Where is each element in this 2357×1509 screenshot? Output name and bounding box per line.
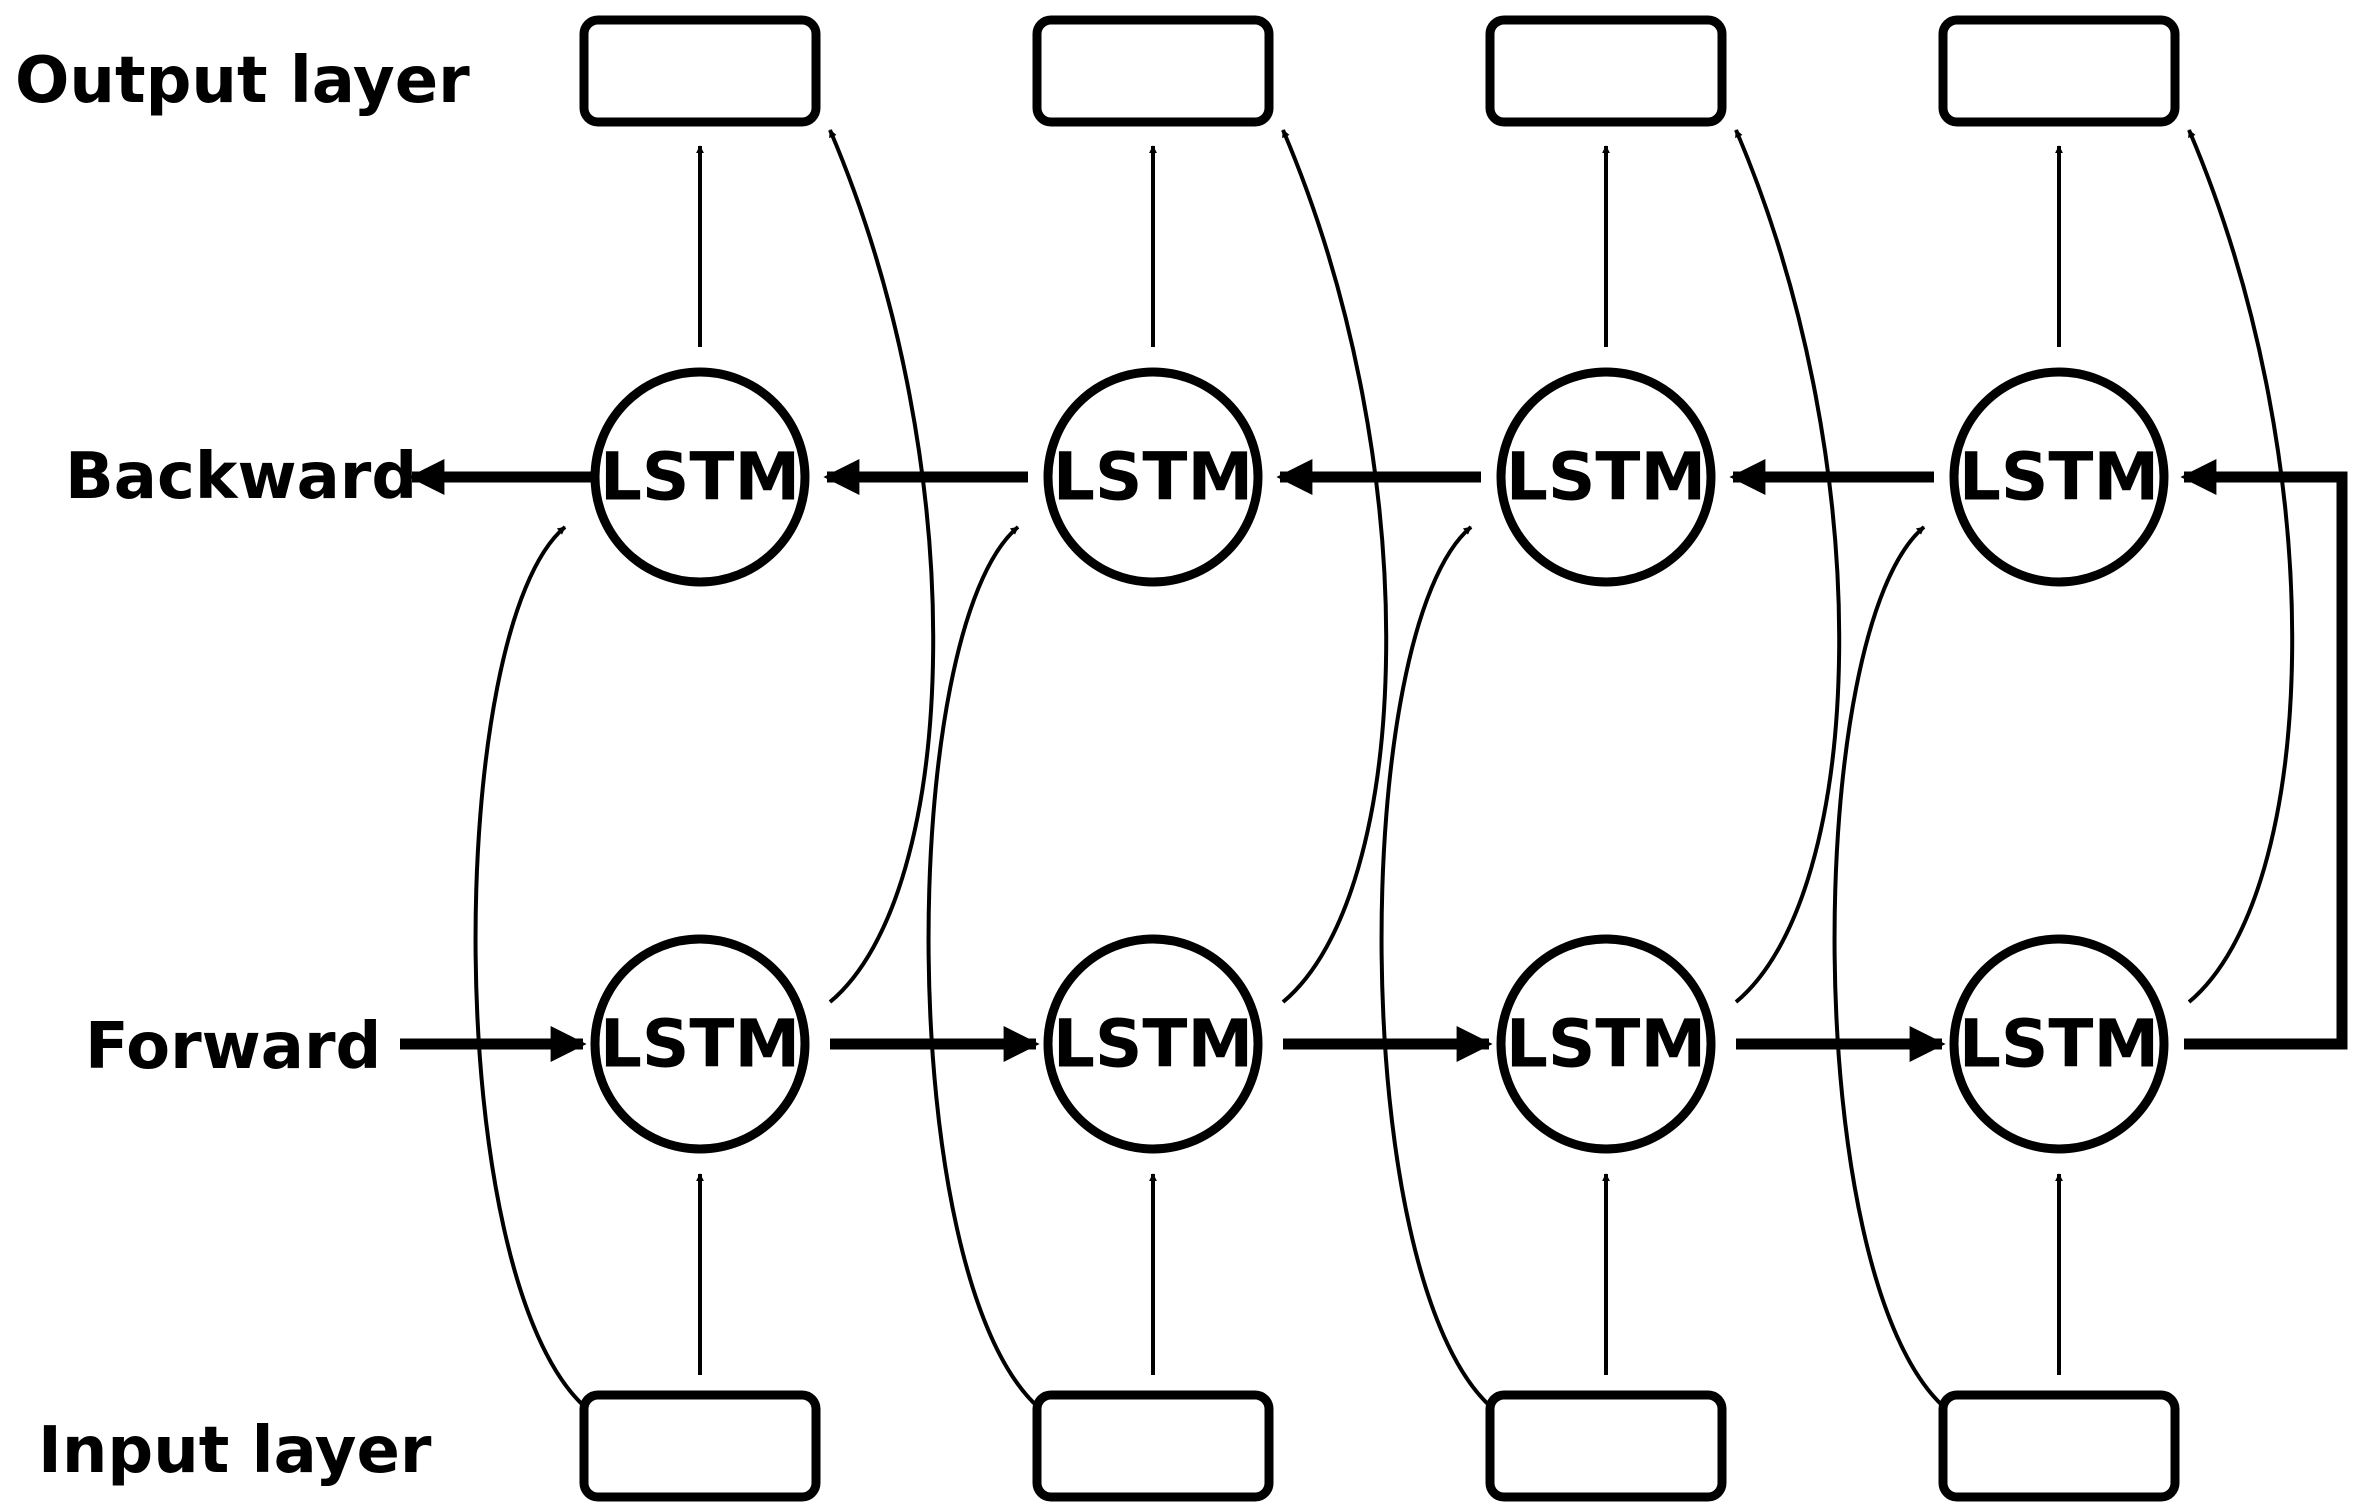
- forward-lstm-label-3: LSTM: [1506, 1006, 1706, 1083]
- forward-lstm-cell-3: [1496, 934, 1716, 1154]
- arrow-input-to-backward-3: [1379, 525, 1493, 1409]
- backward-lstm-label-3: LSTM: [1506, 439, 1706, 516]
- forward-lstm-cell-2: [1043, 934, 1263, 1154]
- arrow-forward-to-output-3: [1734, 129, 1842, 1004]
- nodes: LSTM LSTM LSTM LSTM LSTM LSTM LSTM LSTM: [579, 15, 2180, 1502]
- input-box-4: [1938, 1390, 2180, 1502]
- backward-lstm-label-1: LSTM: [600, 439, 800, 516]
- backward-lstm-label-4: LSTM: [1959, 439, 2159, 516]
- backward-lstm-label-2: LSTM: [1053, 439, 1253, 516]
- backward-label: Backward: [65, 440, 417, 514]
- output-box-3: [1485, 15, 1727, 127]
- output-box-4: [1938, 15, 2180, 127]
- output-box-1: [579, 15, 821, 127]
- arrow-input-to-backward-4: [1832, 525, 1946, 1409]
- forward-lstm-label-1: LSTM: [600, 1006, 800, 1083]
- output-box-2: [1032, 15, 1274, 127]
- arrow-input-to-backward-2: [926, 525, 1040, 1409]
- arrow-forward-to-output-1: [828, 129, 936, 1004]
- arrow-forward-to-output-4: [2187, 129, 2295, 1004]
- connections: [400, 129, 2348, 1409]
- forward-lstm-cell-1: [590, 934, 810, 1154]
- input-box-2: [1032, 1390, 1274, 1502]
- forward-lstm-label-4: LSTM: [1959, 1006, 2159, 1083]
- forward-lstm-label-2: LSTM: [1053, 1006, 1253, 1083]
- forward-lstm-cell-4: [1949, 934, 2169, 1154]
- forward-label: Forward: [85, 1010, 381, 1084]
- output-layer-label: Output layer: [15, 44, 470, 118]
- arrow-forward-to-backward-wrap: [2180, 459, 2348, 1050]
- arrow-forward-to-output-2: [1281, 129, 1389, 1004]
- input-layer-label: Input layer: [38, 1414, 432, 1488]
- arrow-input-to-backward-1: [473, 525, 587, 1409]
- backward-lstm-cell-1: [590, 367, 810, 587]
- backward-lstm-cell-3: [1496, 367, 1716, 587]
- input-box-1: [579, 1390, 821, 1502]
- backward-lstm-cell-2: [1043, 367, 1263, 587]
- input-box-3: [1485, 1390, 1727, 1502]
- backward-lstm-cell-4: [1949, 367, 2169, 587]
